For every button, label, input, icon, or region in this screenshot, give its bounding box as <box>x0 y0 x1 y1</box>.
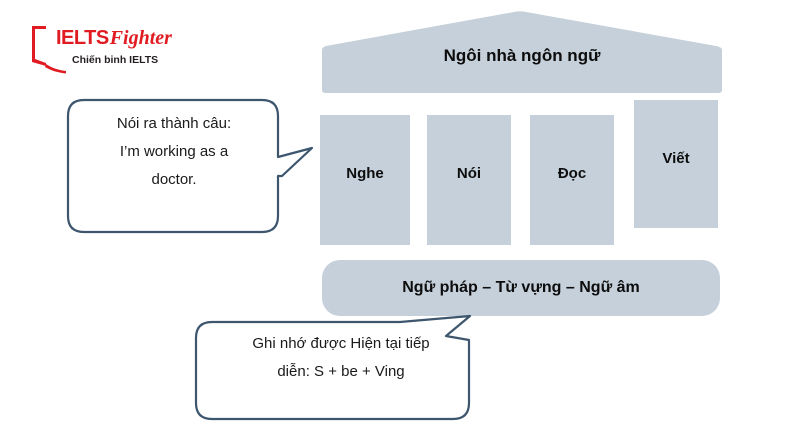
pillar-noi <box>427 115 511 245</box>
logo-bracket-icon <box>32 26 66 74</box>
bubble-left-line-2: I’m working as a <box>119 142 229 160</box>
pillar-doc <box>530 115 614 245</box>
pillar-label-viet: Viết <box>662 150 690 167</box>
roof-shape <box>322 11 722 93</box>
diagram-title: Ngôi nhà ngôn ngữ <box>443 46 601 65</box>
speech-bubble-left <box>66 98 314 234</box>
bubble-left-line-3: doctor. <box>151 170 197 188</box>
foundation-label: Ngữ pháp – Từ vựng – Ngữ âm <box>402 279 640 296</box>
logo-primary-text: IELTS <box>56 27 109 49</box>
pillar-viet <box>634 100 718 228</box>
ielts-fighter-logo: IELTSFighter Chiến binh IELTS <box>22 22 182 78</box>
speech-bubble-left-text: Nói ra thành câu: I’m working as a docto… <box>78 110 270 193</box>
speech-bubble-bottom-text: Ghi nhớ được Hiện tại tiếp diễn: S + be … <box>206 330 476 386</box>
bubble-left-line-1: Nói ra thành câu: <box>116 115 232 132</box>
logo-tagline: Chiến binh IELTS <box>72 54 159 66</box>
logo-wordmark: IELTSFighter <box>56 27 172 50</box>
pillar-label-nghe: Nghe <box>346 165 384 182</box>
foundation-bar <box>322 260 720 316</box>
bubble-bottom-line-2: diễn: S + be + Ving <box>277 362 405 380</box>
pillar-label-noi: Nói <box>456 165 482 182</box>
bubble-bottom-line-1: Ghi nhớ được Hiện tại tiếp <box>252 335 430 352</box>
pillar-nghe <box>320 115 410 245</box>
speech-bubble-bottom <box>194 314 472 421</box>
logo-secondary-text: Fighter <box>109 27 172 49</box>
pillar-label-doc: Đọc <box>557 165 587 182</box>
